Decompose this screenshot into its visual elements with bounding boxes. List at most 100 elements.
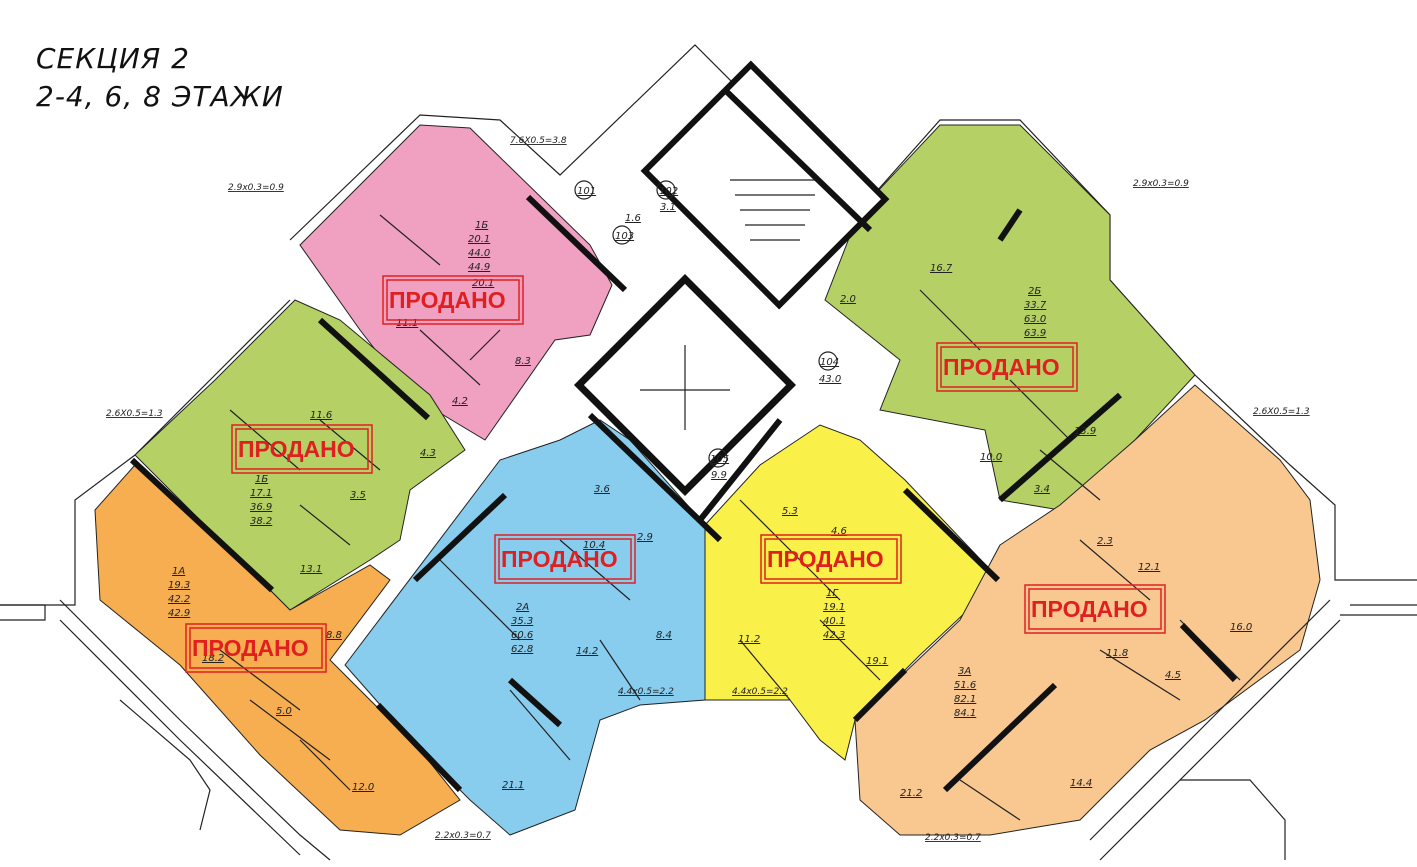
apartment-info-1b-green: 1Б 17.1 36.9 38.2 11.6 4.3 3.5 13.1 [250, 410, 436, 575]
room-102-area: 3.1 [660, 202, 676, 213]
svg-text:51.6: 51.6 [954, 680, 976, 691]
apartment-info-1a-orange: 1А 19.3 42.2 42.9 8.8 18.2 5.0 12.0 [168, 566, 374, 793]
apartment-2a-blue[interactable] [344, 419, 706, 836]
svg-text:ПРОДАНО: ПРОДАНО [943, 354, 1060, 380]
balcony-label-8: 2.2x0.3=0.7 [435, 831, 491, 841]
balcony-label-1: 7.6X0.5=3.8 [510, 136, 567, 146]
svg-text:8.4: 8.4 [656, 630, 672, 641]
balconies-outline [0, 599, 1417, 861]
svg-text:63.9: 63.9 [1024, 328, 1046, 339]
balcony-label-3: 2.9x0.3=0.9 [1133, 179, 1189, 189]
svg-text:4.2: 4.2 [452, 396, 468, 407]
svg-text:ПРОДАНО: ПРОДАНО [192, 635, 309, 661]
svg-text:82.1: 82.1 [954, 694, 976, 705]
svg-text:33.7: 33.7 [1024, 300, 1047, 311]
apartment-info-2a-blue: 2А 35.3 60.6 62.8 3.6 10.4 2.9 14.2 8.4 … [502, 484, 672, 791]
interior-partitions [219, 214, 1241, 821]
svg-text:36.9: 36.9 [250, 502, 272, 513]
apartment-info-3a-orange: 3А 51.6 82.1 84.1 2.3 12.1 16.0 11.8 4.5… [900, 536, 1252, 799]
balcony-label-2: 2.9x0.3=0.9 [228, 183, 284, 193]
svg-text:19.1: 19.1 [866, 656, 888, 667]
svg-text:ПРОДАНО: ПРОДАНО [501, 546, 618, 572]
svg-text:4.3: 4.3 [420, 448, 436, 459]
svg-text:1Б: 1Б [475, 220, 488, 231]
svg-text:1Г: 1Г [826, 588, 839, 599]
sold-stamp-1b-green: ПРОДАНО [231, 424, 373, 474]
room-103: 103 [615, 231, 634, 242]
svg-text:42.9: 42.9 [168, 608, 190, 619]
room-105-area: 9.9 [711, 470, 727, 481]
svg-text:12.0: 12.0 [352, 782, 374, 793]
room-104-area: 43.0 [819, 374, 841, 385]
svg-text:1А: 1А [172, 566, 185, 577]
sold-stamp-2a-blue: ПРОДАНО [494, 534, 636, 584]
svg-text:ПРОДАНО: ПРОДАНО [238, 436, 355, 462]
svg-text:35.3: 35.3 [511, 616, 533, 627]
svg-text:2А: 2А [516, 602, 529, 613]
svg-text:ПРОДАНО: ПРОДАНО [389, 287, 506, 313]
room-104: 104 [820, 357, 839, 368]
svg-text:62.8: 62.8 [511, 644, 533, 655]
svg-text:13.9: 13.9 [1074, 426, 1096, 437]
svg-text:8.8: 8.8 [326, 630, 342, 641]
room-103-area: 1.6 [625, 213, 641, 224]
stairwell [640, 60, 890, 310]
svg-text:14.2: 14.2 [576, 646, 598, 657]
svg-text:1Б: 1Б [255, 474, 268, 485]
svg-text:21.1: 21.1 [502, 780, 524, 791]
sold-stamp-1g-yellow: ПРОДАНО [760, 534, 902, 584]
svg-text:40.1: 40.1 [823, 616, 845, 627]
svg-text:44.9: 44.9 [468, 262, 490, 273]
svg-text:11.6: 11.6 [310, 410, 332, 421]
svg-text:4.6: 4.6 [831, 526, 847, 537]
svg-text:16.7: 16.7 [930, 263, 953, 274]
balcony-label-9: 2.2x0.3=0.7 [925, 833, 981, 843]
apartment-info-1g-yellow: 1Г 19.1 40.1 42.3 5.3 4.6 11.2 19.1 [738, 506, 888, 667]
svg-text:5.0: 5.0 [276, 706, 292, 717]
svg-text:ПРОДАНО: ПРОДАНО [1031, 596, 1148, 622]
svg-text:11.2: 11.2 [738, 634, 760, 645]
building-outline [0, 44, 1417, 606]
svg-text:2.9: 2.9 [637, 532, 653, 543]
svg-text:14.4: 14.4 [1070, 778, 1092, 789]
elevator-shaft [573, 273, 797, 497]
svg-text:2Б: 2Б [1028, 286, 1041, 297]
sold-stamp-1b-pink: ПРОДАНО [382, 275, 524, 325]
svg-text:3.4: 3.4 [1034, 484, 1050, 495]
svg-text:ПРОДАНО: ПРОДАНО [767, 546, 884, 572]
svg-text:60.6: 60.6 [511, 630, 533, 641]
svg-text:20.1: 20.1 [472, 278, 494, 289]
svg-text:20.1: 20.1 [468, 234, 490, 245]
sold-stamp-2b-green: ПРОДАНО [936, 342, 1078, 392]
svg-text:21.2: 21.2 [900, 788, 922, 799]
section-title: СЕКЦИЯ 2 [36, 42, 190, 75]
svg-text:19.3: 19.3 [168, 580, 190, 591]
svg-text:10.0: 10.0 [980, 452, 1002, 463]
svg-text:42.3: 42.3 [823, 630, 845, 641]
svg-text:3А: 3А [958, 666, 971, 677]
balcony-label-5: 2.6X0.5=1.3 [1253, 407, 1310, 417]
room-105: 105 [710, 454, 729, 465]
svg-text:3.5: 3.5 [350, 490, 366, 501]
svg-text:3.6: 3.6 [594, 484, 610, 495]
svg-text:17.1: 17.1 [250, 488, 272, 499]
svg-text:8.3: 8.3 [515, 356, 531, 367]
svg-text:10.4: 10.4 [583, 540, 605, 551]
room-101: 101 [577, 186, 596, 197]
svg-text:4.5: 4.5 [1165, 670, 1181, 681]
svg-text:12.1: 12.1 [1138, 562, 1160, 573]
balcony-label-6: 4.4x0.5=2.2 [618, 687, 674, 697]
svg-text:42.2: 42.2 [168, 594, 190, 605]
svg-text:11.8: 11.8 [1106, 648, 1128, 659]
svg-text:2.0: 2.0 [840, 294, 856, 305]
floors-title: 2-4, 6, 8 ЭТАЖИ [36, 80, 284, 113]
svg-text:44.0: 44.0 [468, 248, 490, 259]
balcony-label-4: 2.6X0.5=1.3 [106, 409, 163, 419]
sold-stamp-1a-orange: ПРОДАНО [185, 623, 327, 673]
svg-text:18.2: 18.2 [202, 653, 224, 664]
sold-stamp-3a-orange: ПРОДАНО [1024, 584, 1166, 634]
room-102: 102 [659, 186, 678, 197]
apartment-info-2b-green: 2Б 33.7 63.0 63.9 16.7 2.0 13.9 10.0 3.4 [840, 263, 1096, 495]
apartment-3a-orange[interactable] [854, 384, 1321, 836]
